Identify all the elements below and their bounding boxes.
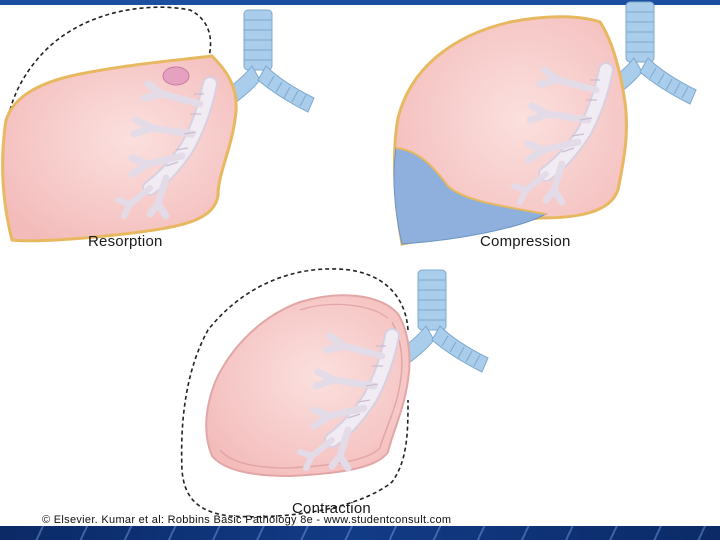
normal-lung-outline-dashed-contraction — [180, 268, 409, 518]
panel-label-resorption: Resorption — [88, 233, 163, 250]
bottom-decorative-bar — [0, 526, 720, 540]
lung-contraction-fibrotic — [205, 294, 411, 478]
top-accent-bar — [0, 0, 720, 5]
lung-resorption — [1, 54, 238, 243]
panel-resorption — [1, 6, 315, 243]
panel-label-contraction: Contraction — [292, 500, 371, 517]
copyright-credit: © Elsevier. Kumar et al: Robbins Basic P… — [42, 514, 452, 526]
panel-contraction — [180, 268, 489, 518]
panel-compression — [393, 1, 697, 246]
normal-lung-outline-dashed — [7, 6, 212, 123]
panel-label-compression: Compression — [480, 233, 571, 250]
obstruction-mucus-plug — [162, 66, 190, 86]
